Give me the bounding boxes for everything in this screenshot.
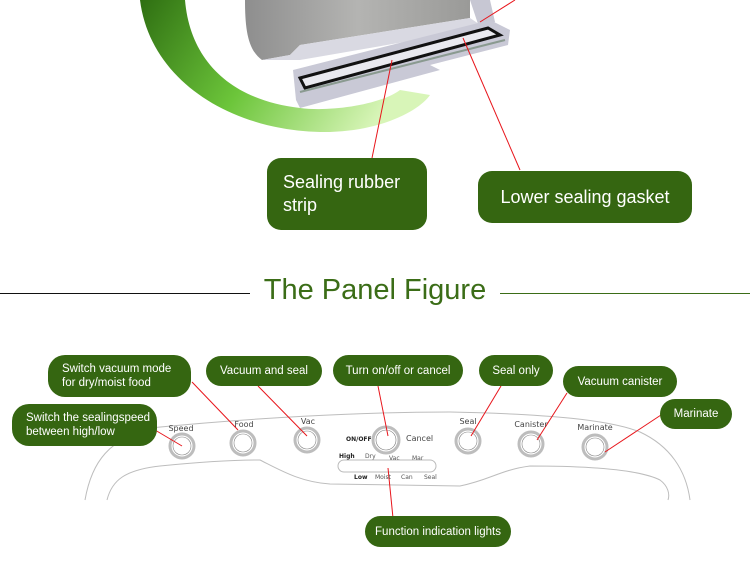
indicator-label-vac: Vac xyxy=(389,455,400,462)
leader-line xyxy=(479,0,516,23)
knob-vac xyxy=(293,426,321,454)
knob-seal xyxy=(454,427,482,455)
callout-vacuum-canister: Vacuum canister xyxy=(563,366,677,397)
indicator-label-moist: Moist xyxy=(375,474,391,481)
indicator-label-high: High xyxy=(339,453,355,460)
callout-text: Seal only xyxy=(492,364,540,377)
knob-label-food: Food xyxy=(234,420,254,429)
leader-line xyxy=(536,392,568,441)
knob-label-marinate: Marinate xyxy=(577,423,613,432)
callout-text: Turn on/off or cancel xyxy=(345,364,451,377)
callout-text: Vacuum canister xyxy=(577,375,663,388)
callout-text: Switch the sealingspeed between high/low xyxy=(26,412,151,438)
leader-line xyxy=(377,385,389,437)
knob-speed xyxy=(168,432,196,460)
knob-canister xyxy=(517,430,545,458)
section-title-text: The Panel Figure xyxy=(255,274,495,306)
callout-text: Switch vacuum mode for dry/moist food xyxy=(62,363,172,389)
onoff-label: ON/OFF xyxy=(346,436,372,443)
callout-sealing-rubber-strip: Sealing rubber strip xyxy=(267,158,427,230)
title-rule-left xyxy=(0,293,250,294)
knob-label-canister: Canister xyxy=(514,420,548,429)
callout-text: Sealing rubber strip xyxy=(283,172,401,215)
callout-seal-only: Seal only xyxy=(479,355,553,386)
knob-label-speed: Speed xyxy=(168,424,194,433)
indicator-label-dry: Dry xyxy=(365,453,376,460)
callout-text: Marinate xyxy=(673,408,719,420)
leader-line xyxy=(371,59,393,159)
callout-switch-sealing-speed: Switch the sealingspeed between high/low xyxy=(12,404,157,446)
green-arc xyxy=(140,0,430,133)
callout-turn-onoff-cancel: Turn on/off or cancel xyxy=(333,355,463,386)
cancel-label: Cancel xyxy=(406,434,434,443)
product-illustration xyxy=(140,0,521,171)
indicator-label-mar: Mar xyxy=(412,455,424,462)
leader-line xyxy=(604,414,662,453)
callout-vacuum-and-seal: Vacuum and seal xyxy=(206,356,322,386)
callout-lower-sealing-gasket: Lower sealing gasket xyxy=(478,171,692,223)
knob-marinate xyxy=(581,433,609,461)
steel-body xyxy=(245,0,470,60)
title-rule-right xyxy=(500,293,750,294)
knob-onoff xyxy=(371,425,401,455)
knob-label-seal: Seal xyxy=(459,417,477,426)
callout-switch-vacuum-mode: Switch vacuum mode for dry/moist food xyxy=(48,355,191,397)
indicator-label-low: Low xyxy=(354,474,368,481)
section-title: The Panel Figure xyxy=(0,272,750,308)
leader-line xyxy=(462,37,521,171)
knob-food xyxy=(229,429,257,457)
callout-function-lights: Function indication lights xyxy=(365,516,511,547)
leader-line xyxy=(470,385,502,437)
indicator-label-can: Can xyxy=(401,474,413,481)
indicator-label-seal: Seal xyxy=(424,474,437,481)
callout-text: Function indication lights xyxy=(375,525,501,538)
callout-text: Lower sealing gasket xyxy=(500,186,670,207)
callout-marinate: Marinate xyxy=(660,399,732,429)
knob-label-vac: Vac xyxy=(300,417,316,426)
callout-text: Vacuum and seal xyxy=(219,365,308,377)
